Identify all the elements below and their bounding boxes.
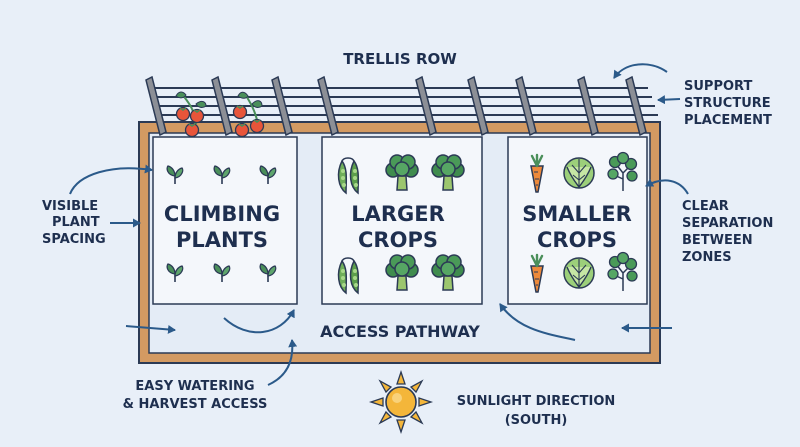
callout-spacing-line3: SPACING — [42, 232, 106, 247]
callout-spacing-line1: VISIBLE — [42, 199, 98, 214]
callout-support-line3: PLACEMENT — [684, 113, 772, 128]
callout-separation-line4: ZONES — [682, 250, 732, 265]
access-pathway-label: ACCESS PATHWAY — [320, 322, 480, 341]
lettuce-icon — [563, 157, 595, 189]
zone-climbing-title-line1: CLIMBING — [164, 202, 280, 226]
tomato-vine-icon — [232, 91, 265, 138]
arrow-into-pathway-left — [125, 324, 176, 334]
callout-watering-line2: & HARVEST ACCESS — [123, 397, 268, 412]
sunlight-direction-line1: SUNLIGHT DIRECTION — [457, 394, 616, 409]
arrow-separation — [645, 178, 689, 195]
arrow-support — [613, 63, 668, 79]
zone-smaller-title-line1: SMALLER — [522, 202, 632, 226]
tomato-vine-icon — [175, 91, 207, 138]
curve-arrow-right — [499, 303, 576, 341]
trellis-structure — [145, 75, 658, 137]
curve-arrow-left — [223, 309, 295, 334]
trellis-row-title: TRELLIS ROW — [343, 50, 457, 68]
arrow-spacing-top — [69, 164, 153, 195]
arrow-support-short — [657, 95, 681, 105]
callout-separation-line1: CLEAR — [682, 199, 729, 214]
callout-support-line1: SUPPORT — [684, 79, 752, 94]
zone-smaller-title-line2: CROPS — [537, 228, 617, 252]
sunlight-direction-line2: (SOUTH) — [505, 413, 568, 428]
callout-watering-line1: EASY WATERING — [135, 379, 254, 394]
callout-separation-line3: BETWEEN — [682, 233, 753, 248]
zone-larger-title-line2: CROPS — [358, 228, 438, 252]
zone-larger-title-line1: LARGER — [351, 202, 445, 226]
sun-icon — [368, 369, 434, 435]
callout-support-line2: STRUCTURE — [684, 96, 771, 111]
lettuce-icon — [563, 257, 595, 289]
callout-separation-line2: SEPARATION — [682, 216, 773, 231]
zone-climbing-title-line2: PLANTS — [176, 228, 268, 252]
callout-spacing-line2: PLANT — [52, 215, 100, 230]
arrow-watering — [267, 339, 298, 386]
